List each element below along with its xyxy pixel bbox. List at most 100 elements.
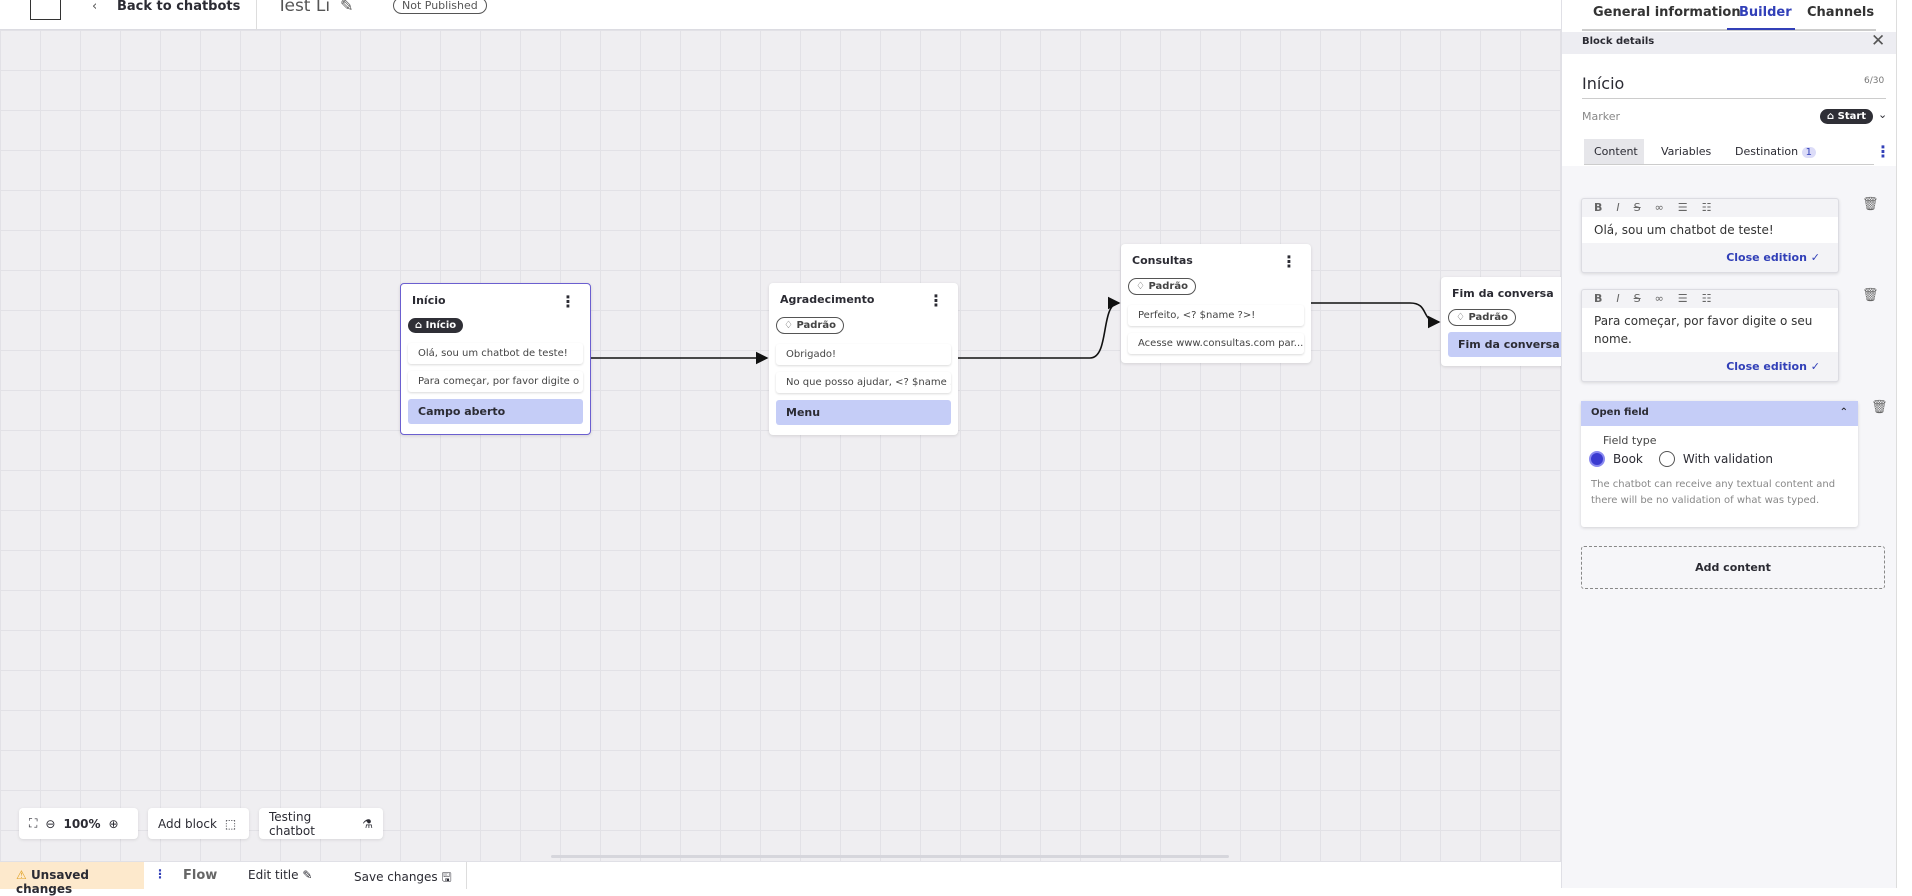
block-message[interactable]: Olá, sou um chatbot de teste! bbox=[408, 343, 583, 364]
numbered-list-icon: ☷ bbox=[1701, 201, 1712, 214]
marker-tag: ♢ Padrão bbox=[1448, 309, 1516, 326]
radio-label: Book bbox=[1613, 452, 1643, 466]
testing-chatbot-button[interactable]: Testing chatbot ⚗ bbox=[259, 808, 383, 839]
trash-icon[interactable]: 🗑 bbox=[1862, 197, 1879, 212]
marker-tag: ♢ Padrão bbox=[776, 317, 844, 334]
strikethrough-icon: S bbox=[1633, 201, 1641, 214]
add-block-button[interactable]: Add block⬚ bbox=[148, 808, 249, 839]
block-message[interactable]: Para começar, por favor digite o ... bbox=[408, 371, 583, 392]
editor-text[interactable]: Olá, sou um chatbot de teste! bbox=[1582, 217, 1838, 243]
trash-icon[interactable]: 🗑 bbox=[1871, 400, 1888, 415]
block-name-input[interactable]: Início bbox=[1582, 74, 1625, 93]
save-changes-button[interactable]: Save changes 🖫 bbox=[354, 870, 452, 884]
chevron-down-icon[interactable]: ⌄ bbox=[1878, 108, 1888, 121]
bold-icon: B bbox=[1594, 201, 1603, 214]
edit-title-icon[interactable]: ✎ bbox=[340, 0, 354, 15]
tab-destination[interactable]: Destination 1 bbox=[1735, 145, 1816, 158]
tag-icon: ♢ bbox=[1456, 312, 1469, 323]
italic-icon: I bbox=[1616, 292, 1620, 305]
fit-screen-icon[interactable]: ⛶ bbox=[29, 816, 38, 830]
tab-content[interactable]: Content bbox=[1594, 145, 1638, 158]
marker-label: Marker bbox=[1582, 110, 1621, 123]
testing-chatbot-label: Testing chatbot bbox=[269, 809, 315, 838]
close-edition-button[interactable]: Close edition ✓ bbox=[1726, 251, 1820, 264]
zoom-out-icon[interactable]: ⊖ bbox=[45, 816, 56, 831]
warning-icon: ⚠ bbox=[16, 868, 31, 882]
more-options-icon[interactable]: ⋮ bbox=[1281, 252, 1297, 271]
close-edition-button[interactable]: Close edition ✓ bbox=[1726, 360, 1820, 373]
edge-agradecimento-consultas bbox=[958, 296, 1121, 359]
tag-icon: ♢ bbox=[1136, 281, 1149, 292]
app-logo bbox=[30, 0, 61, 20]
more-options-icon[interactable]: ⋮ bbox=[1875, 142, 1891, 161]
tab-general-information[interactable]: General information bbox=[1593, 5, 1741, 20]
flow-tab[interactable]: Flow bbox=[183, 868, 218, 883]
block-title: Agradecimento bbox=[780, 293, 875, 306]
link-icon: ∞ bbox=[1654, 292, 1664, 305]
radio-label: With validation bbox=[1682, 452, 1774, 466]
chevron-left-icon[interactable]: ‹ bbox=[92, 0, 98, 14]
open-field-header[interactable]: Open field⌃ bbox=[1581, 401, 1858, 426]
panel-heading: Block details bbox=[1582, 36, 1655, 47]
block-field[interactable]: Menu bbox=[776, 400, 951, 425]
numbered-list-icon: ☷ bbox=[1701, 292, 1712, 305]
divider bbox=[466, 862, 467, 889]
back-to-chatbots-link[interactable]: Back to chatbots bbox=[117, 0, 241, 14]
flow-canvas[interactable] bbox=[0, 30, 1561, 861]
block-details-panel: General information Builder Channels Blo… bbox=[1561, 0, 1897, 888]
edit-title-button[interactable]: Edit title ✎ bbox=[248, 868, 313, 882]
field-type-label: Field type bbox=[1603, 434, 1657, 447]
bullet-list-icon: ☰ bbox=[1677, 292, 1688, 305]
italic-icon: I bbox=[1616, 201, 1620, 214]
zoom-in-icon[interactable]: ⊕ bbox=[108, 816, 119, 831]
tab-variables[interactable]: Variables bbox=[1661, 145, 1712, 158]
horizontal-scrollbar[interactable] bbox=[551, 855, 1229, 858]
open-field-card: Open field⌃ Field type Book With validat… bbox=[1581, 401, 1858, 527]
block-field[interactable]: Fim da conversa bbox=[1448, 332, 1574, 357]
radio-book[interactable] bbox=[1589, 451, 1605, 467]
tab-builder[interactable]: Builder bbox=[1739, 5, 1792, 20]
marker-select[interactable]: ⌂ Start bbox=[1820, 109, 1874, 124]
editor-text[interactable]: Para começar, por favor digite o seu nom… bbox=[1582, 308, 1838, 352]
block-node-agradecimento[interactable]: Agradecimento ⋮ ♢ Padrão Obrigado! No qu… bbox=[769, 283, 958, 435]
bullet-list-icon: ☰ bbox=[1677, 201, 1688, 214]
radio-with-validation[interactable] bbox=[1658, 451, 1675, 467]
active-tab-indicator bbox=[1727, 28, 1795, 30]
edges bbox=[591, 296, 1441, 365]
status-badge: Not Published bbox=[393, 0, 487, 14]
divider bbox=[256, 0, 257, 30]
more-options-icon[interactable]: ⋮ bbox=[154, 867, 166, 881]
block-field[interactable]: Campo aberto bbox=[408, 399, 583, 424]
block-message[interactable]: Acesse www.consultas.com par... bbox=[1128, 333, 1304, 354]
block-node-inicio[interactable]: Início ⋮ ⌂ Início Olá, sou um chatbot de… bbox=[400, 283, 591, 435]
block-node-fim[interactable]: Fim da conversa ♢ Padrão Fim da conversa bbox=[1441, 277, 1581, 366]
block-node-consultas[interactable]: Consultas ⋮ ♢ Padrão Perfeito, <? $name … bbox=[1121, 244, 1311, 363]
trash-icon[interactable]: 🗑 bbox=[1862, 288, 1879, 303]
pencil-icon: ✎ bbox=[302, 868, 313, 882]
destination-count-badge: 1 bbox=[1801, 147, 1816, 158]
more-options-icon[interactable]: ⋮ bbox=[560, 292, 576, 311]
add-content-button[interactable]: Add content bbox=[1581, 546, 1885, 589]
tab-channels[interactable]: Channels bbox=[1807, 5, 1875, 20]
flask-icon: ⚗ bbox=[362, 816, 373, 831]
block-message[interactable]: Perfeito, <? $name ?>! bbox=[1128, 305, 1304, 326]
block-message[interactable]: Obrigado! bbox=[776, 344, 951, 365]
block-title: Início bbox=[412, 294, 446, 307]
strikethrough-icon: S bbox=[1633, 292, 1641, 305]
close-icon[interactable]: ✕ bbox=[1871, 31, 1886, 51]
more-options-icon[interactable]: ⋮ bbox=[928, 291, 944, 310]
block-title: Consultas bbox=[1132, 254, 1193, 267]
zoom-controls: ⛶ ⊖ 100% ⊕ bbox=[19, 808, 138, 839]
marker-tag: ♢ Padrão bbox=[1128, 278, 1196, 295]
block-message[interactable]: No que posso ajudar, <? $name ... bbox=[776, 372, 951, 393]
home-icon: ⌂ bbox=[1827, 111, 1838, 122]
edge-consultas-fim bbox=[1311, 302, 1441, 329]
bottom-bar: ⚠ Unsaved changes ⋮ Flow Edit title ✎ Sa… bbox=[0, 861, 1561, 896]
marker-tag: ⌂ Início bbox=[408, 318, 464, 333]
unsaved-changes-indicator: ⚠ Unsaved changes bbox=[0, 862, 144, 896]
vertical-scrollbar[interactable] bbox=[1896, 0, 1912, 888]
field-description: The chatbot can receive any textual cont… bbox=[1591, 479, 1836, 506]
